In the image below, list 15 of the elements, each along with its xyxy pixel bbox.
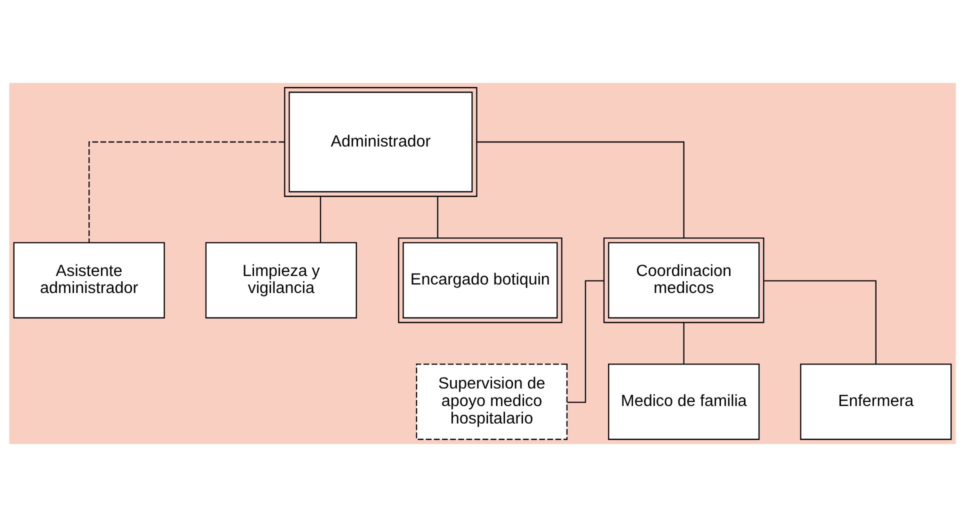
node-box: Administrador [284, 87, 477, 197]
connector [764, 280, 876, 364]
node-box: Medico de familia [608, 364, 760, 440]
connector [682, 322, 684, 364]
node-box: Limpieza y vigilancia [204, 242, 356, 318]
node-box: Coordinacion medicos [602, 237, 764, 324]
connector [436, 196, 438, 238]
connector [319, 196, 321, 243]
node-box: Asistente administrador [12, 242, 164, 318]
node-box: Encargado botiquin [398, 237, 562, 324]
node-box: Enfermera [800, 364, 952, 440]
connector [476, 141, 684, 238]
connector [88, 141, 284, 242]
node-box: Supervision de apoyo medico hospitalario [415, 364, 568, 440]
connector [566, 280, 604, 403]
